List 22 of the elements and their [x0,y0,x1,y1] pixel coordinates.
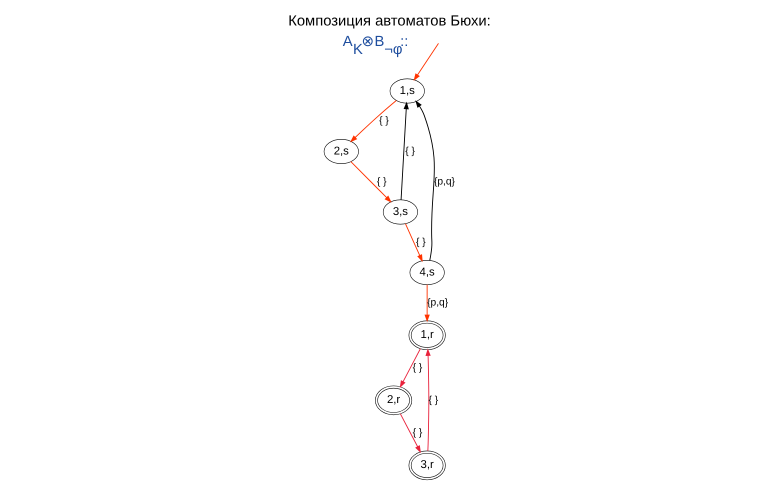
arrow [350,100,397,142]
arrow [400,348,421,388]
arrow [350,160,392,202]
edge-label: { } [416,236,426,248]
arrow [424,284,430,322]
arrow [415,100,435,260]
edge-label: { } [412,362,422,373]
arrow [425,348,431,451]
edge-label: { } [376,176,386,187]
node-ellipse: 4,s [410,260,445,284]
edge-label: { } [412,426,422,438]
node-ellipse: 2,s [324,138,359,164]
arrow [400,101,409,200]
edge-label: {p,q} [434,176,455,187]
arrow [414,42,439,80]
arrow [400,412,421,453]
arrow [404,222,423,262]
node-ellipse: 3,s [382,199,418,224]
diagram-title: Композиция автоматов Бюхи: [288,12,491,29]
edge-label: { } [379,115,389,126]
node-ellipse: 1,s [390,78,425,103]
edge-label: { } [405,145,415,156]
